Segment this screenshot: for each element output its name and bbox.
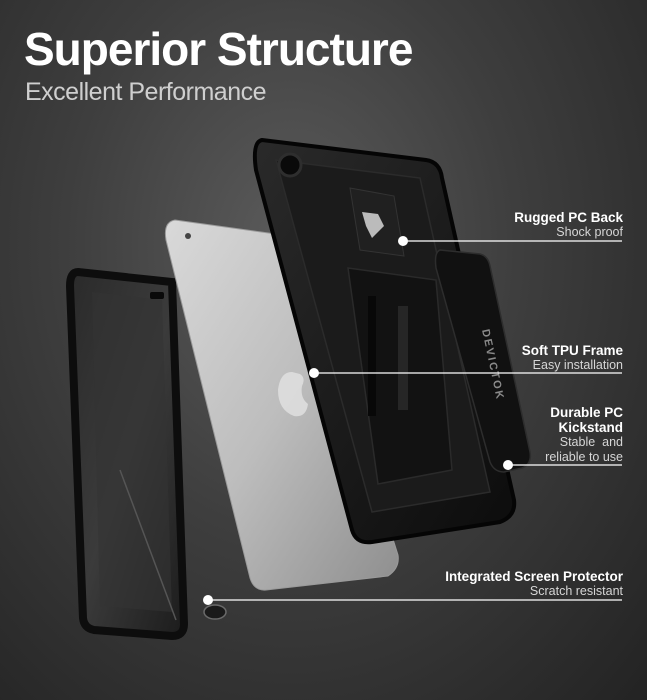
callout-soft-tpu-frame: Soft TPU Frame Easy installation: [522, 343, 623, 373]
home-button-icon: [203, 604, 227, 620]
page-subtitle: Excellent Performance: [25, 78, 267, 106]
callout-integrated-screen-protector: Integrated Screen Protector Scratch resi…: [445, 569, 623, 599]
callout-subtitle: Easy installation: [532, 358, 623, 372]
callout-title: Integrated Screen Protector: [445, 569, 623, 584]
page-title: Superior Structure: [24, 23, 413, 75]
callout-dot: [503, 460, 513, 470]
kickstand: [434, 249, 532, 473]
tablet-camera-icon: [185, 233, 191, 239]
callout-dot: [309, 368, 319, 378]
callout-subtitle-line1: Stable and: [559, 435, 623, 449]
brand-shield-logo-icon: [362, 212, 384, 238]
case-camera-hole-icon: [277, 152, 303, 178]
callout-subtitle: Scratch resistant: [529, 584, 623, 598]
rugged-case: DEVICTOK: [252, 137, 532, 545]
callout-subtitle-line2: reliable to use: [545, 450, 623, 464]
callout-durable-pc-kickstand: Durable PC Kickstand Stable and reliable…: [545, 405, 623, 465]
callout-leaders: [203, 236, 622, 605]
callout-dot: [398, 236, 408, 246]
camera-cutout-icon: [150, 292, 164, 299]
callout-subtitle: Shock proof: [556, 225, 623, 239]
callout-title-line1: Durable PC: [550, 405, 623, 420]
callout-title: Soft TPU Frame: [521, 343, 623, 358]
callout-title-line2: Kickstand: [558, 420, 623, 435]
callout-dot: [203, 595, 213, 605]
tablet-device: [164, 219, 399, 620]
screen-protector-frame: [65, 267, 189, 641]
callout-rugged-pc-back: Rugged PC Back Shock proof: [514, 210, 623, 240]
apple-logo-icon: [278, 372, 308, 417]
callout-title: Rugged PC Back: [514, 210, 623, 225]
